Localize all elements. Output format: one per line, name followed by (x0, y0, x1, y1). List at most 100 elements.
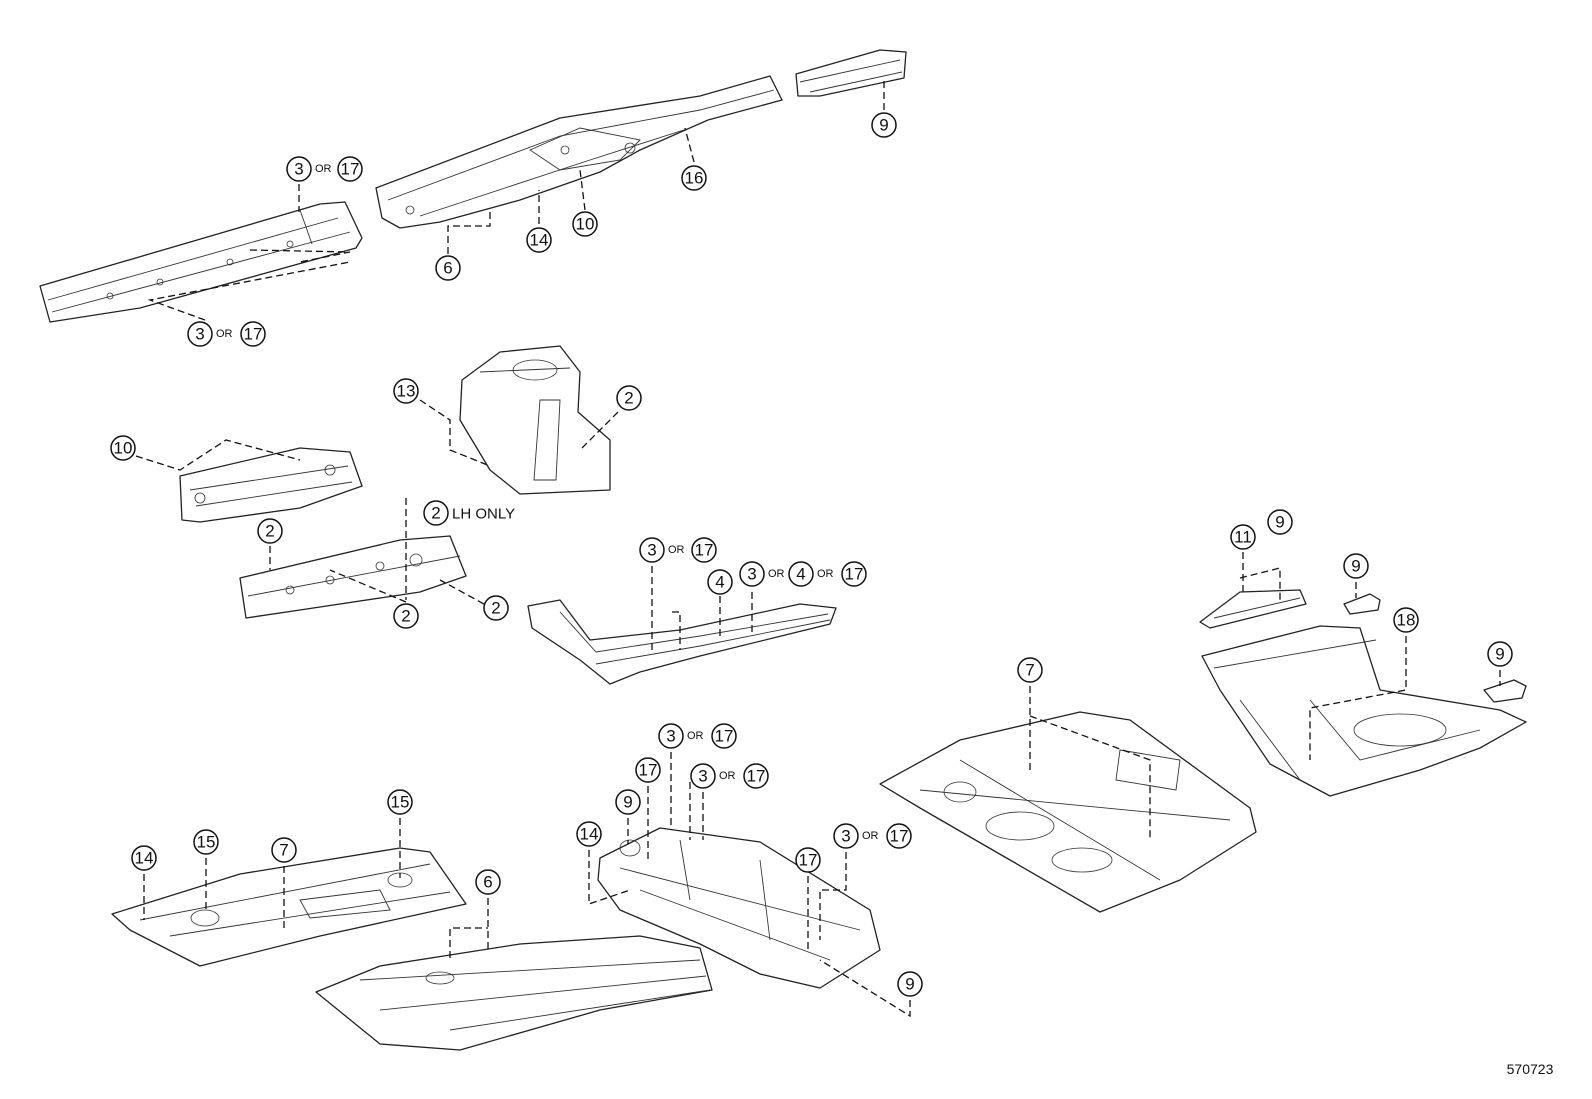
callout-3-or-4-or-17: 3 OR 4 OR 17 (739, 561, 867, 587)
svg-text:3: 3 (195, 325, 204, 344)
svg-text:17: 17 (715, 727, 734, 746)
callout-14: 14 (526, 227, 552, 253)
part-front-side-member (239, 535, 467, 619)
svg-text:17: 17 (890, 827, 909, 846)
callout-3-or-17: 3 OR 17 (833, 823, 912, 849)
callout-9: 9 (1487, 641, 1513, 667)
svg-text:14: 14 (530, 231, 549, 250)
svg-text:7: 7 (1025, 661, 1034, 680)
svg-text:4: 4 (796, 565, 805, 584)
callout-17: 17 (635, 757, 661, 783)
svg-text:13: 13 (397, 382, 416, 401)
part-floor-tunnel (597, 827, 881, 989)
leader-lines (135, 78, 1501, 1018)
callout-15: 15 (387, 789, 413, 815)
callout-3-or-17: 3 OR 17 (187, 321, 266, 347)
svg-text:2: 2 (431, 504, 440, 523)
svg-text:10: 10 (576, 215, 595, 234)
svg-text:2: 2 (624, 389, 633, 408)
svg-text:14: 14 (580, 825, 599, 844)
callout-7: 7 (271, 837, 297, 863)
svg-text:2: 2 (491, 599, 500, 618)
callout-9: 9 (1267, 509, 1293, 535)
callout-10: 10 (110, 435, 136, 461)
callout-3-or-17: 3 OR 17 (639, 537, 717, 563)
part-front-apron-wheelhouse (459, 345, 611, 495)
callout-6: 6 (435, 255, 461, 281)
svg-text:3: 3 (698, 767, 707, 786)
part-bracket-top-right (795, 49, 907, 97)
svg-text:14: 14 (135, 849, 154, 868)
svg-text:3: 3 (747, 565, 756, 584)
diagram-code: 570723 (1507, 1061, 1554, 1077)
callout-9: 9 (871, 112, 897, 138)
part-crossmember-left (179, 447, 363, 523)
svg-text:6: 6 (443, 259, 452, 278)
part-rocker-panel (527, 599, 837, 685)
callout-4: 4 (707, 569, 733, 595)
svg-text:OR: OR (216, 328, 233, 340)
svg-text:9: 9 (1351, 557, 1360, 576)
callout-3-or-17: 3 OR 17 (286, 156, 363, 182)
svg-text:17: 17 (747, 767, 766, 786)
svg-text:16: 16 (685, 169, 704, 188)
part-front-floor-frame (375, 75, 783, 229)
svg-text:3: 3 (294, 160, 303, 179)
svg-text:2: 2 (401, 607, 410, 626)
svg-text:OR: OR (862, 830, 879, 842)
callout-2: 2 (393, 603, 419, 629)
svg-text:17: 17 (695, 541, 714, 560)
callout-7: 7 (1017, 657, 1043, 683)
callout-11: 11 (1230, 524, 1256, 550)
svg-text:3: 3 (841, 827, 850, 846)
callout-14: 14 (576, 821, 602, 847)
svg-text:OR: OR (817, 568, 834, 580)
callout-9: 9 (1343, 553, 1369, 579)
svg-text:17: 17 (244, 325, 263, 344)
svg-text:15: 15 (197, 833, 216, 852)
svg-text:15: 15 (391, 793, 410, 812)
callout-17: 17 (795, 847, 821, 873)
svg-text:17: 17 (799, 851, 818, 870)
callout-10: 10 (572, 211, 598, 237)
svg-text:3: 3 (647, 541, 656, 560)
svg-text:OR: OR (719, 770, 736, 782)
svg-text:LH ONLY: LH ONLY (452, 506, 515, 523)
svg-text:6: 6 (483, 873, 492, 892)
part-outlines (39, 49, 1527, 1051)
callout-13: 13 (393, 378, 419, 404)
svg-text:17: 17 (845, 565, 864, 584)
svg-text:7: 7 (279, 841, 288, 860)
svg-text:17: 17 (341, 160, 360, 179)
svg-text:OR: OR (668, 544, 685, 556)
callout-16: 16 (681, 165, 707, 191)
callout-15: 15 (193, 829, 219, 855)
part-front-floor-pan-left (111, 847, 467, 967)
part-rear-floor-pan (879, 711, 1257, 913)
svg-text:17: 17 (639, 761, 658, 780)
callout-2-lh-only: 2 LH ONLY (423, 500, 515, 526)
callout-3-or-17: 3 OR 17 (690, 763, 769, 789)
svg-text:4: 4 (715, 573, 724, 592)
svg-text:9: 9 (1275, 513, 1284, 532)
callout-18: 18 (1393, 607, 1419, 633)
svg-text:9: 9 (905, 975, 914, 994)
part-floor-side-member-left (39, 201, 363, 323)
svg-text:OR: OR (768, 568, 785, 580)
callout-9: 9 (897, 971, 923, 997)
callout-2: 2 (257, 518, 283, 544)
callout-9: 9 (615, 789, 641, 815)
svg-text:11: 11 (1234, 528, 1252, 547)
callout-3-or-17: 3 OR 17 (658, 723, 737, 749)
callout-14: 14 (131, 845, 157, 871)
svg-text:9: 9 (1495, 645, 1504, 664)
svg-text:3: 3 (666, 727, 675, 746)
callout-6: 6 (475, 869, 501, 895)
part-rear-compartment (1201, 625, 1527, 797)
svg-text:9: 9 (623, 793, 632, 812)
svg-text:18: 18 (1397, 611, 1416, 630)
svg-text:OR: OR (315, 163, 332, 175)
svg-text:10: 10 (114, 439, 133, 458)
part-small-bracket-a (1343, 593, 1381, 615)
